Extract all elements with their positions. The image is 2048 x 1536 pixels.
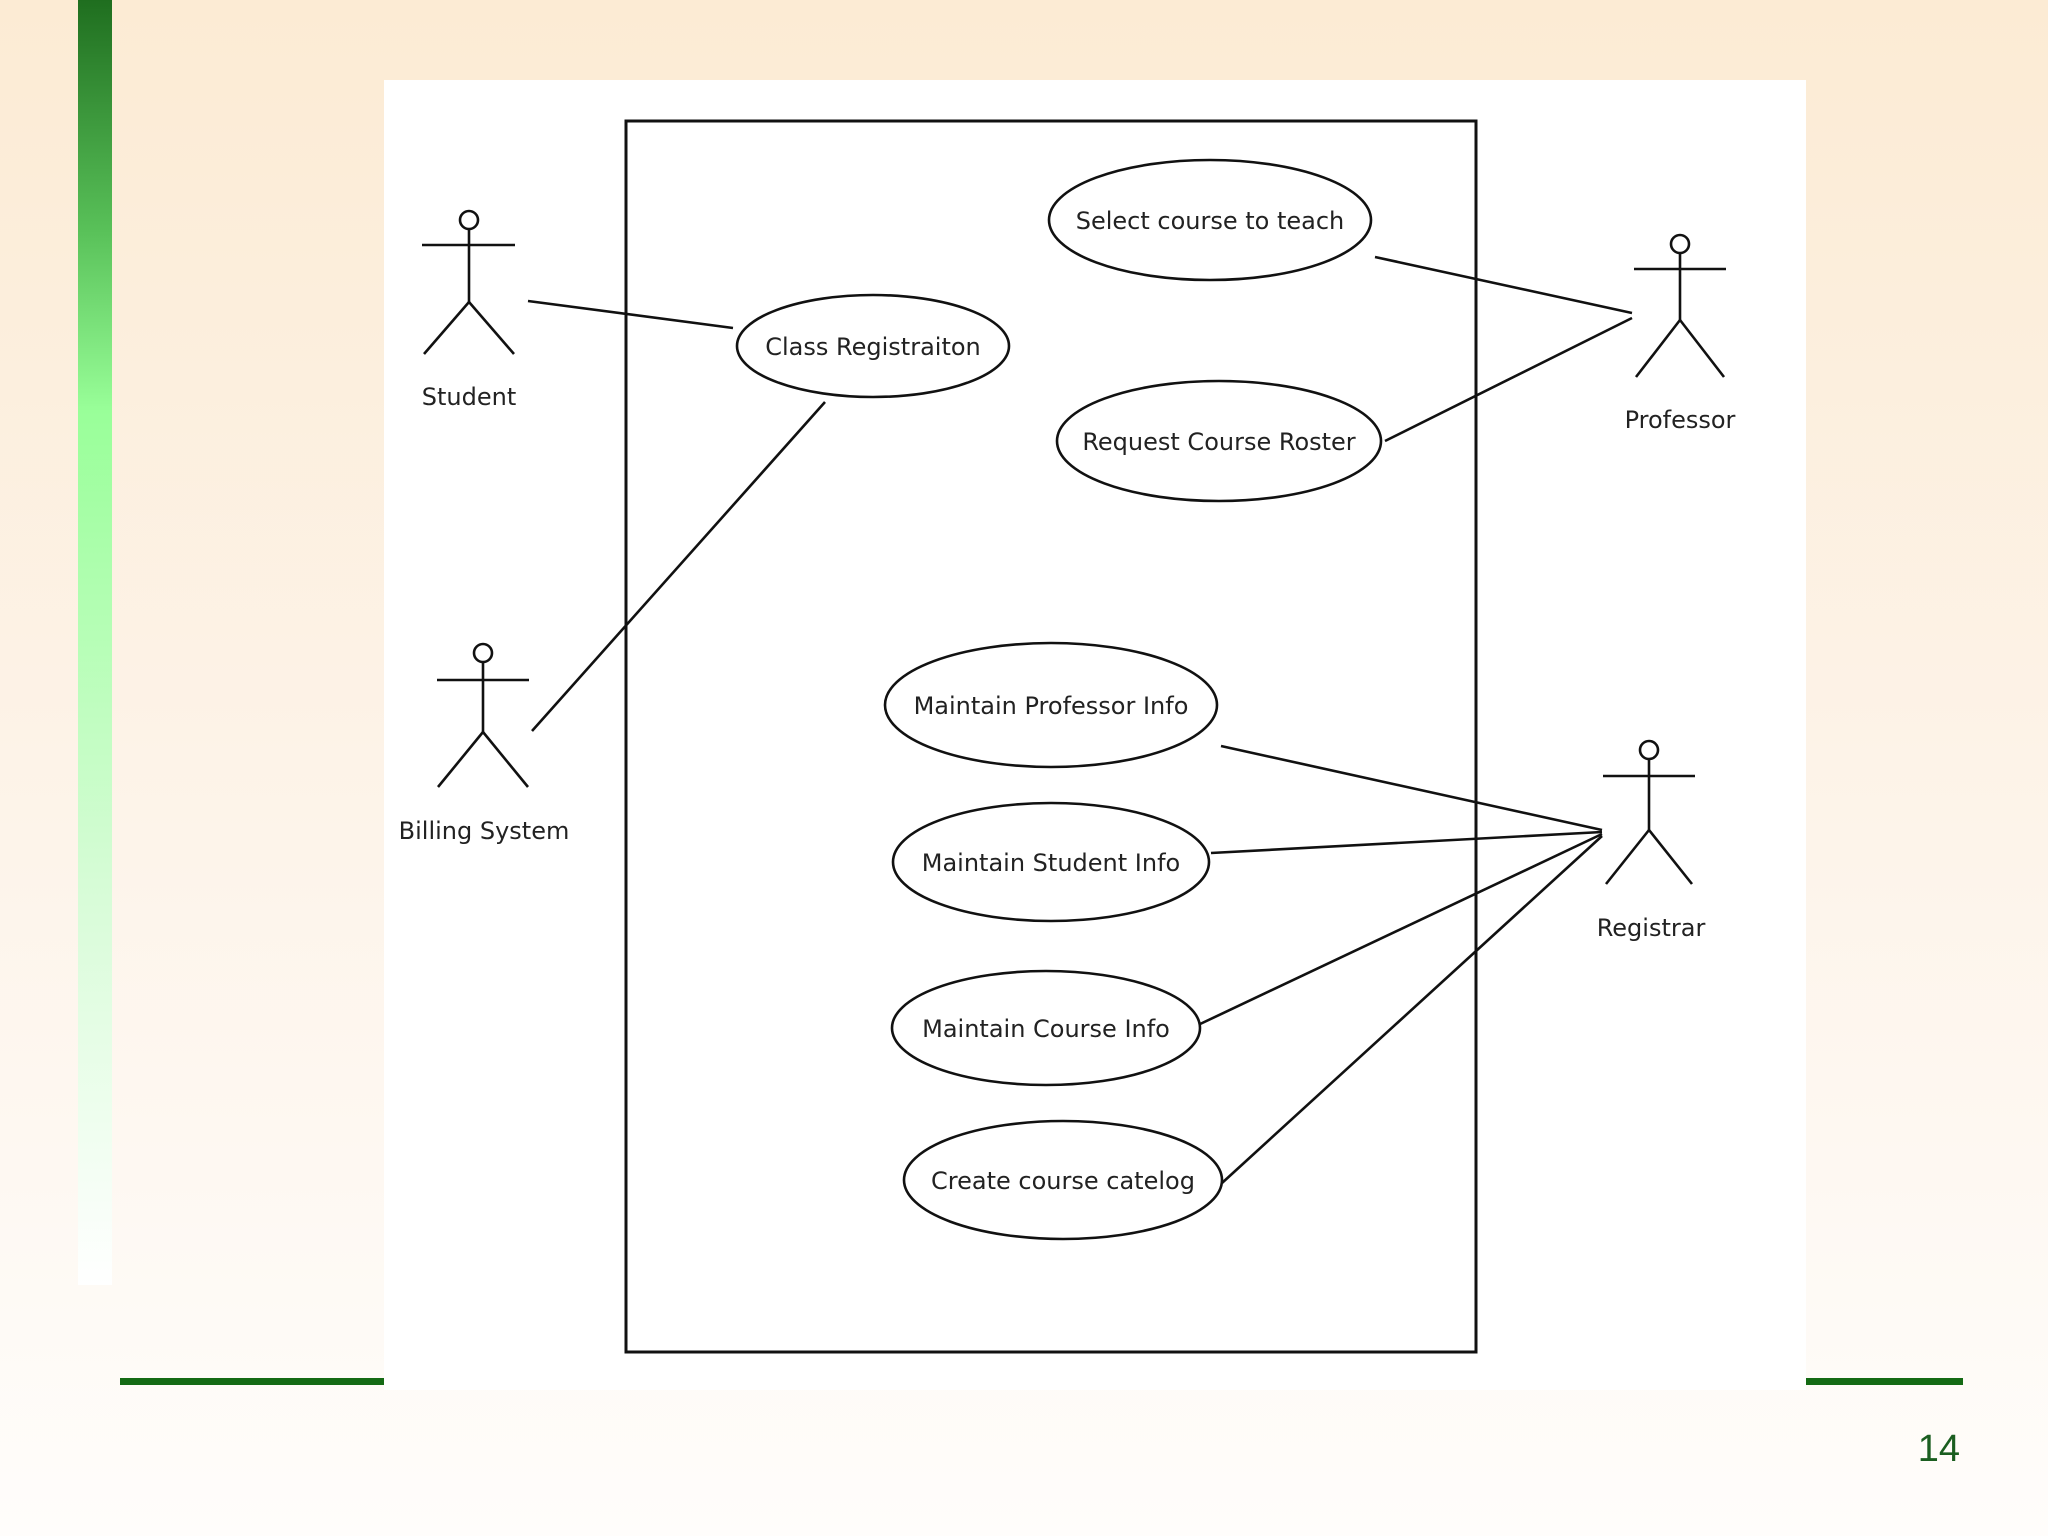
use-case-label: Create course catelog [931,1167,1195,1195]
use-case-select-course-to-teach: Select course to teach [1047,158,1373,282]
actor-billing-system: Billing System [399,642,570,845]
stick-figure-icon [1634,233,1726,378]
use-case-diagram-canvas: Class Registraiton Select course to teac… [399,119,1736,1354]
stick-figure-icon [1603,739,1695,885]
use-case-ellipse [883,641,1219,769]
association-professor-request-roster [1384,316,1633,443]
use-case-label: Class Registraiton [765,333,981,361]
page-number: 14 [1917,1428,1960,1470]
use-case-ellipse [902,1119,1224,1241]
association-student-class-registration [527,299,734,330]
association-registrar-student-info [1210,830,1603,855]
use-case-label: Maintain Student Info [922,849,1180,877]
association-registrar-course-catalog [1221,835,1603,1184]
actor-label: Registrar [1597,914,1706,942]
use-case-class-registration: Class Registraiton [735,293,1011,399]
use-case-label: Maintain Course Info [922,1015,1170,1043]
association-professor-select-course [1374,255,1633,315]
actor-student: Student [422,209,516,411]
use-case-label: Select course to teach [1076,207,1345,235]
actor-registrar: Registrar [1597,739,1706,942]
use-case-maintain-course-info: Maintain Course Info [890,969,1202,1087]
use-case-ellipse [890,969,1202,1087]
stick-figure-icon [422,209,515,355]
system-boundary [624,119,1478,1354]
association-lines [527,255,1633,1184]
use-case-ellipse [891,801,1211,923]
use-case-ellipse [1047,158,1373,282]
footer-rule-left [120,1378,390,1385]
stick-figure-icon [436,642,530,788]
association-registrar-course-info [1197,832,1603,1027]
actor-label: Student [422,383,516,411]
use-case-ellipse [1055,379,1383,503]
use-case-request-course-roster: Request Course Roster [1055,379,1383,503]
actor-label: Professor [1625,406,1736,434]
use-case-label: Maintain Professor Info [914,692,1189,720]
use-case-maintain-professor-info: Maintain Professor Info [883,641,1219,769]
footer-rule-right [1806,1378,1963,1385]
use-case-create-course-catalog: Create course catelog [902,1119,1224,1241]
use-case-maintain-student-info: Maintain Student Info [891,801,1211,923]
use-case-diagram: Class Registraiton Select course to teac… [384,80,1806,1390]
use-case-label: Request Course Roster [1082,428,1355,456]
actor-professor: Professor [1625,233,1736,434]
slide-accent-bar [78,0,112,1285]
use-case-ellipse [735,293,1011,399]
association-billing-class-registration [531,401,826,732]
actor-label: Billing System [399,817,570,845]
association-registrar-professor-info [1220,744,1603,832]
